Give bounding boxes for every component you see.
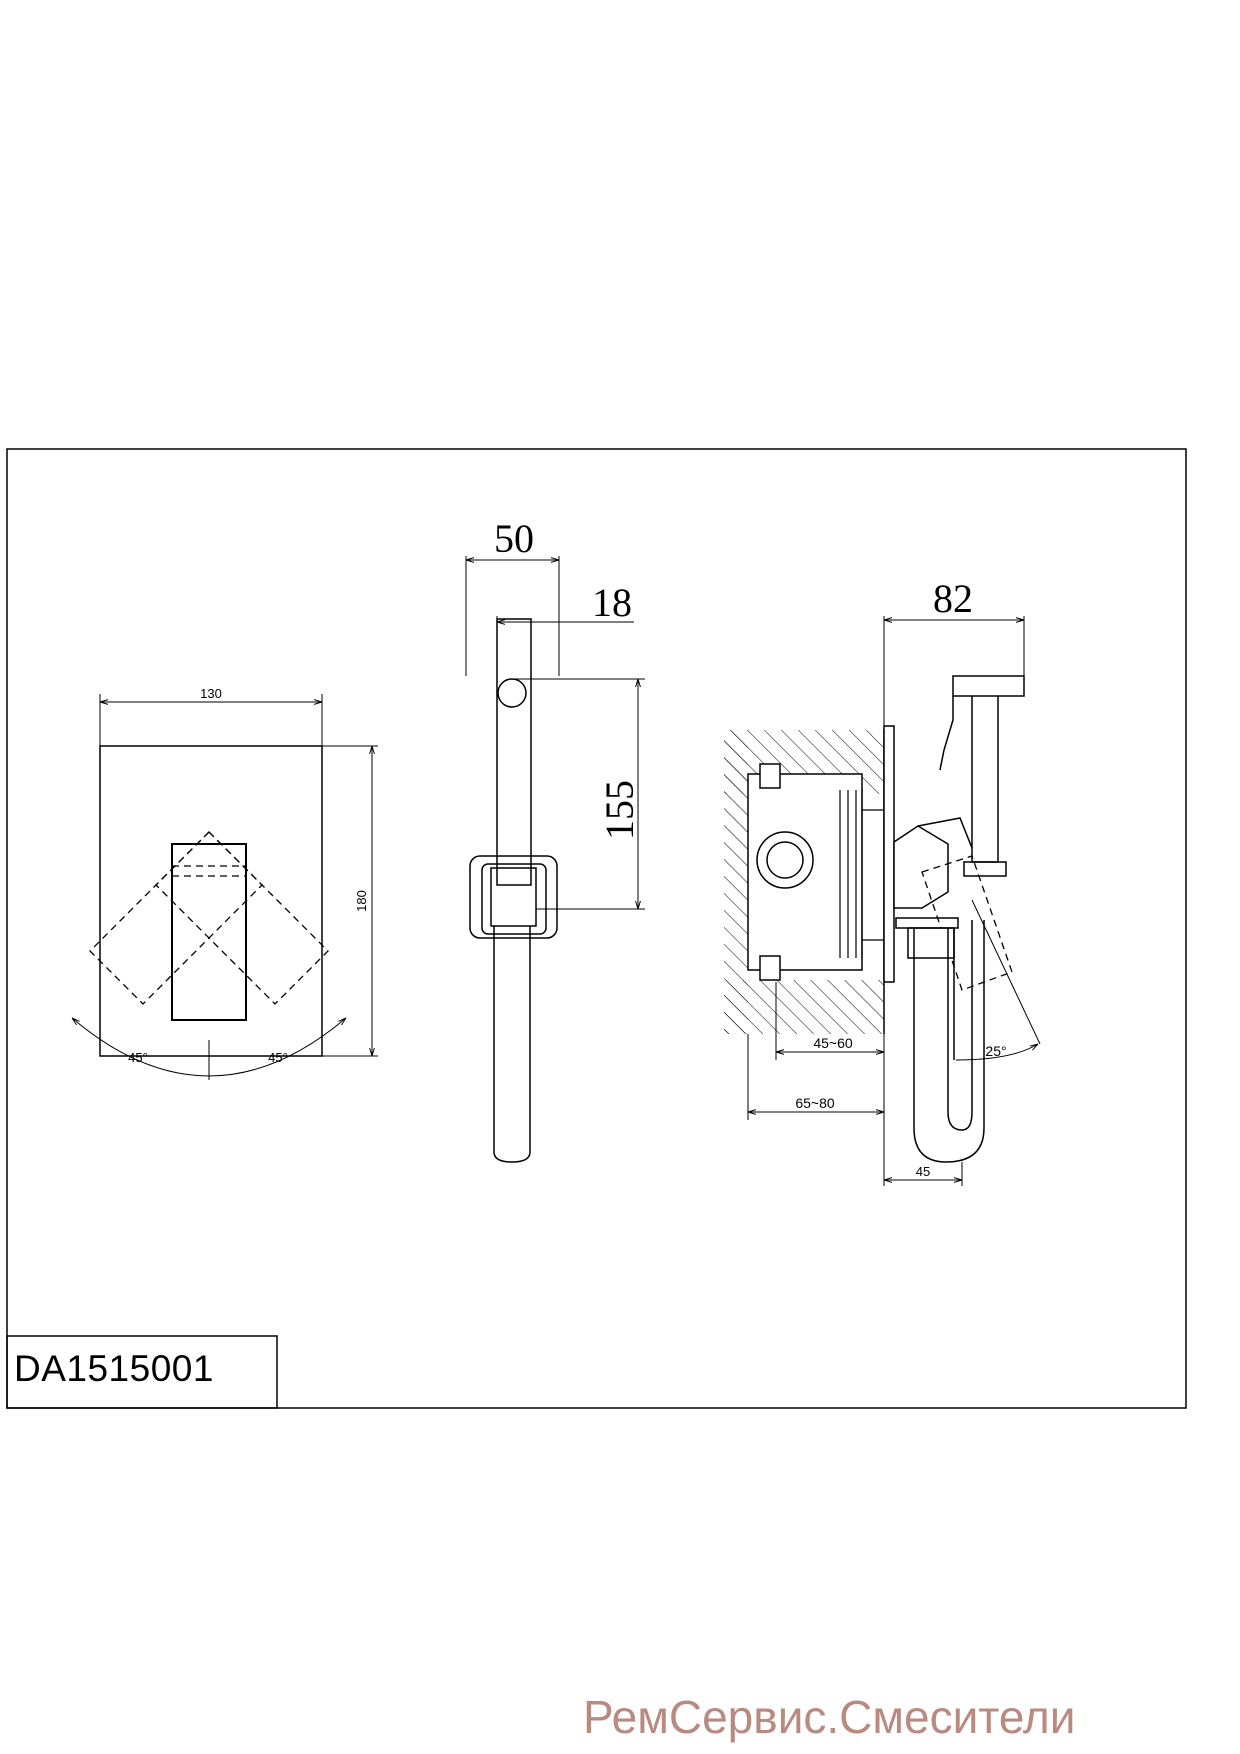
install-shower-body xyxy=(971,696,999,863)
install-wall-label: 65~80 xyxy=(795,1095,835,1111)
side-depth-label: 50 xyxy=(494,516,534,561)
side-bracket-outer xyxy=(469,855,558,939)
valve-port-inner xyxy=(766,841,804,879)
model-code: DA1515001 xyxy=(14,1348,214,1389)
front-angle-left-label: 45° xyxy=(128,1050,148,1065)
install-total-label: 82 xyxy=(933,576,973,621)
front-width-label: 130 xyxy=(200,686,222,701)
front-height-label: 180 xyxy=(354,890,369,912)
front-view xyxy=(72,694,378,1080)
side-holder-bar xyxy=(496,618,532,886)
side-bracket-inner xyxy=(481,863,547,935)
install-fitting xyxy=(907,927,955,959)
side-pivot-circle xyxy=(497,678,527,708)
side-hose xyxy=(493,926,531,1163)
install-handle xyxy=(893,825,949,909)
install-holder-arm xyxy=(952,675,1025,697)
install-box-label: 45~60 xyxy=(813,1035,853,1051)
valve-port-outer xyxy=(756,831,814,889)
drawing-frame xyxy=(6,448,1187,1409)
side-view xyxy=(465,556,645,1163)
install-cover-plate xyxy=(883,725,895,983)
front-handle-rotated-left xyxy=(89,831,263,1005)
install-hose-label: 45 xyxy=(916,1164,930,1179)
wall-hatch-left xyxy=(724,730,748,1034)
wall-hatch-bottom xyxy=(724,980,884,1034)
side-handle-block xyxy=(490,867,537,927)
install-angle-label: 25° xyxy=(985,1043,1006,1059)
front-handle-rotated-right xyxy=(155,831,329,1005)
install-hose xyxy=(913,920,985,1163)
side-height-label: 155 xyxy=(597,780,642,840)
watermark: РемСервис.Смесители xyxy=(583,1691,1076,1743)
title-block xyxy=(6,1335,278,1409)
front-angle-right-label: 45° xyxy=(268,1050,288,1065)
install-angle-arc xyxy=(955,1044,1038,1061)
valve-box xyxy=(747,773,863,971)
side-handle-label: 18 xyxy=(592,580,632,625)
install-view xyxy=(724,616,1041,1186)
front-cover-plate xyxy=(99,745,323,1057)
front-handle xyxy=(171,843,247,1021)
